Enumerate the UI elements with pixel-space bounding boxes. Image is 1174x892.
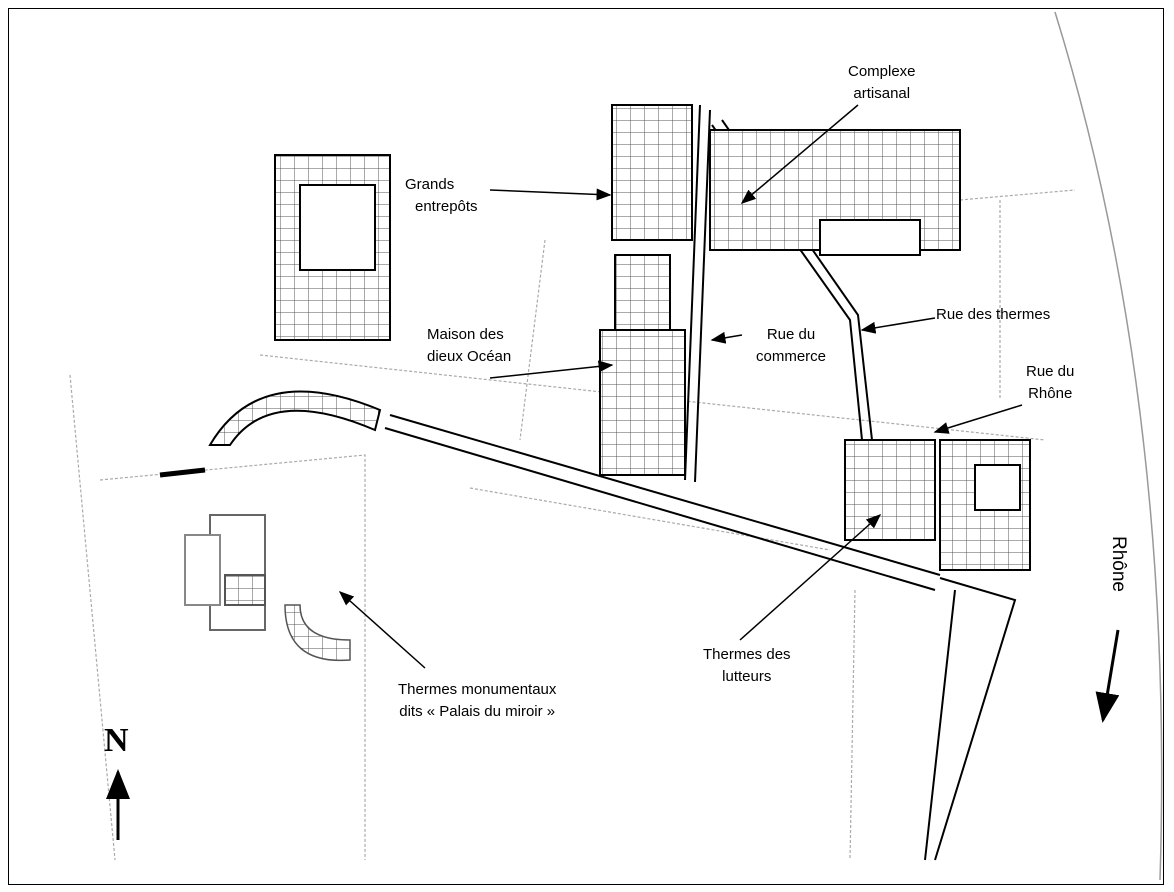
apse (284, 604, 351, 662)
buildings (184, 104, 1031, 631)
north-label: N (104, 722, 129, 759)
label-rue-des-thermes: Rue des thermes (936, 306, 1051, 323)
main-road (159, 414, 1017, 861)
river-bank (1054, 11, 1163, 881)
label-rhone-river: Rhône (1108, 536, 1129, 592)
hemicycle (208, 390, 382, 446)
label-arrows (338, 104, 1023, 669)
map-frame (8, 8, 1164, 885)
river-flow-arrow (1095, 629, 1120, 723)
streets (684, 104, 873, 483)
